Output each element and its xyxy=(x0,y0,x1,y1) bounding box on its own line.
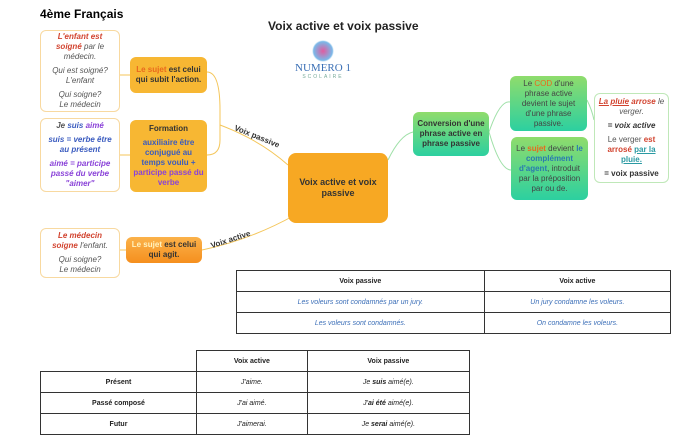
text: , introduit par la préposition par ou de… xyxy=(518,163,581,193)
text: J' xyxy=(363,399,368,407)
column-header: Voix passive xyxy=(306,350,471,372)
ex-subject-verb: Le médecin soigne xyxy=(52,231,102,250)
label: = voix active xyxy=(607,121,656,130)
participle: aimé xyxy=(85,121,104,130)
example-passive-box: L'enfant est soigné par le médecin. Qui … xyxy=(40,30,120,112)
participle-explanation: aimé = participe passé du verbe "aimer" xyxy=(49,159,111,188)
aux: serai xyxy=(371,420,388,428)
text: aimé(e). xyxy=(387,420,416,428)
cell: Je suis aimé(e). xyxy=(306,371,471,393)
highlight: arrose xyxy=(631,97,656,106)
logo: NUMERO 1 SCOLAIRE xyxy=(290,40,356,95)
text: aimé(e). xyxy=(385,399,414,407)
node-subject-acts: Le sujet est celui qui agit. xyxy=(126,237,202,263)
highlight: le complément d'agent xyxy=(518,143,583,173)
cell: J'ai été aimé(e). xyxy=(306,392,471,414)
text: Je xyxy=(361,420,372,428)
cell: Les voleurs sont condamnés par un jury. xyxy=(236,291,485,313)
aux: suis xyxy=(67,121,84,130)
text: devient xyxy=(548,143,574,153)
answer: Le médecin xyxy=(59,265,101,274)
node-subject-agent: Le sujet devient le complément d'agent, … xyxy=(511,137,588,200)
example-active-box: Le médecin soigne l'enfant. Qui soigne?L… xyxy=(40,228,120,278)
highlight: sujet xyxy=(527,143,546,153)
logo-text: NUMERO 1 xyxy=(295,62,351,74)
page-title: Voix active et voix passive xyxy=(268,19,419,33)
example-conversion-box: La pluie arrose le verger. = voix active… xyxy=(594,93,669,183)
column-header xyxy=(40,350,197,372)
question: Qui soigne? xyxy=(58,255,102,264)
node-cod: Le COD d'une phrase active devient le su… xyxy=(510,76,587,131)
text: est celui qui subit l'action. xyxy=(135,65,202,84)
answer: L'enfant xyxy=(65,76,95,85)
column-header: Voix active xyxy=(483,270,672,292)
formation-title: Formation xyxy=(148,124,189,133)
text: Le verger xyxy=(607,135,642,144)
ex-rest: l'enfant. xyxy=(80,241,108,250)
question: Qui est soigné? xyxy=(52,66,108,75)
example-formation-box: Je suis aimé suis = verbe être au présen… xyxy=(40,118,120,192)
tense-cell: Présent xyxy=(40,371,197,393)
highlight: Le sujet xyxy=(136,65,167,74)
central-node: Voix active et voix passive xyxy=(288,153,388,223)
central-node-label: Voix active et voix passive xyxy=(299,176,377,198)
cell: Les voleurs sont condamnés. xyxy=(236,312,485,334)
node-conversion: Conversion d'une phrase active en phrase… xyxy=(413,112,489,156)
cell: Un jury condamne les voleurs. xyxy=(483,291,672,313)
label: = voix passive xyxy=(604,169,659,178)
cell: J'aimerai. xyxy=(196,413,308,435)
node-subject-undergoes: Le sujet est celui qui subit l'action. xyxy=(130,57,207,93)
text: Je xyxy=(362,378,373,386)
logo-flower-icon xyxy=(312,40,334,62)
text: d'une phrase active devient le sujet d'u… xyxy=(521,78,576,128)
text: est celui qui agit. xyxy=(148,240,197,259)
ex-subject: L'enfant xyxy=(57,32,89,41)
conversion-label: Conversion d'une phrase active en phrase… xyxy=(417,119,485,148)
node-formation: Formation auxiliaire être conjugué au te… xyxy=(130,120,207,192)
cell: J'ai aimé. xyxy=(196,392,308,414)
tense-cell: Passé composé xyxy=(40,392,197,414)
text: le verger. xyxy=(619,97,665,116)
cell: On condamne les voleurs. xyxy=(483,312,672,334)
cell: J'aime. xyxy=(196,371,308,393)
cell: Je serai aimé(e). xyxy=(306,413,471,435)
aux-explanation: suis = verbe être au présent xyxy=(48,135,112,154)
text: Le xyxy=(523,78,533,88)
text: Le xyxy=(516,143,526,153)
highlight: COD xyxy=(534,78,553,88)
answer: Le médecin xyxy=(59,100,101,109)
aux: ai été xyxy=(368,399,386,407)
highlight: est arrosé xyxy=(607,135,656,154)
tense-cell: Futur xyxy=(40,413,197,435)
highlight: Le sujet xyxy=(131,240,162,249)
highlight: La pluie xyxy=(598,97,630,106)
logo-subtext: SCOLAIRE xyxy=(302,74,344,80)
table-row: Les voleurs sont condamnés par un jury.U… xyxy=(236,291,672,313)
text: auxiliaire être conjugué au temps voulu … xyxy=(141,138,196,167)
question: Qui soigne? xyxy=(58,90,102,99)
text: Je xyxy=(56,121,66,130)
column-header: Voix active xyxy=(196,350,308,372)
text: participe passé du verbe xyxy=(133,168,204,187)
aux: suis xyxy=(372,378,387,386)
ex-verb: est soigné xyxy=(55,32,103,51)
text: aimé(e). xyxy=(386,378,414,386)
column-header: Voix passive xyxy=(236,270,485,292)
ex-rest: par le médecin. xyxy=(63,42,105,61)
highlight: par la pluie. xyxy=(621,145,656,164)
table-row: Les voleurs sont condamnés.On condamne l… xyxy=(236,312,672,334)
class-label: 4ème Français xyxy=(40,7,124,21)
